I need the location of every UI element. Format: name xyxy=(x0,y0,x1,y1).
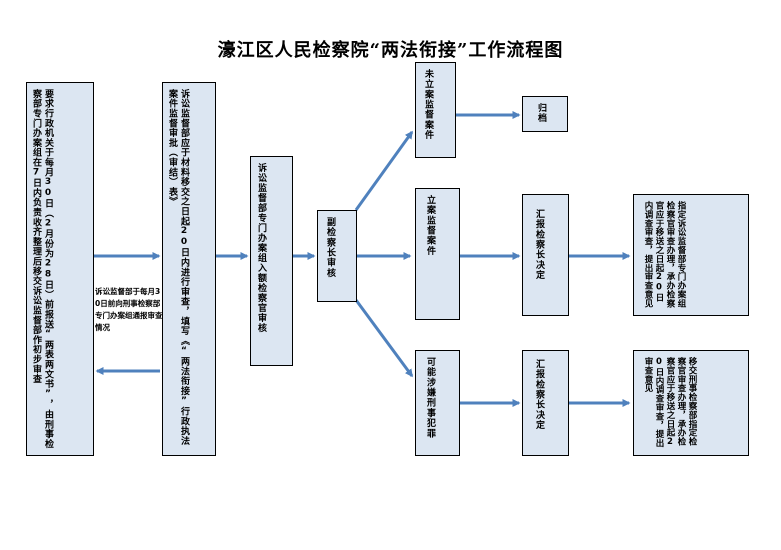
node-assign-supervision-text: 指定诉讼监督部专门办案组检察官审查办理，承办检察官应于移送之日起20日内调查审查… xyxy=(643,201,686,308)
node-initial-collection-text: 要求行政机关于每月30日（2月份为28日）前报送“两表两文书”，由刑事检察部专门… xyxy=(31,89,53,449)
feedback-label: 诉讼监督部于每月30日前向刑事检察部专门办案组通报审查情况 xyxy=(95,287,163,332)
node-possible-criminal: 可能涉嫌刑事犯罪 xyxy=(415,350,460,456)
node-archive-text: 归档 xyxy=(536,103,546,124)
page-title: 濠江区人民检察院“两法衔接”工作流程图 xyxy=(217,40,564,61)
node-case-supervision: 立案监督案件 xyxy=(415,188,460,320)
node-report-chief-1-text: 汇报检察长决定 xyxy=(534,209,544,281)
node-report-chief-1: 汇报检察长决定 xyxy=(522,194,569,316)
arrow-n4-n5 xyxy=(354,130,414,211)
node-prosecutor-check-text: 诉讼监督部专门办案组入额检察官审核 xyxy=(256,163,266,333)
node-transfer-criminal-text: 移交刑事检察部指定检察官审查办理，承办检察官应于移送之日起20日内调查审查，提出… xyxy=(643,357,697,448)
node-possible-criminal-text: 可能涉嫌刑事犯罪 xyxy=(425,357,435,439)
node-case-supervision-text: 立案监督案件 xyxy=(425,195,435,257)
node-initial-collection: 要求行政机关于每月30日（2月份为28日）前报送“两表两文书”，由刑事检察部专门… xyxy=(26,82,94,456)
node-archive: 归档 xyxy=(522,96,568,132)
node-supervision-review: 诉讼监督部应于材料移交之日起20日内进行审查，填写《“两法衔接”行政执法案件监督… xyxy=(162,82,216,456)
node-deputy-review: 副检察长审核 xyxy=(317,210,357,302)
node-assign-supervision: 指定诉讼监督部专门办案组检察官审查办理，承办检察官应于移送之日起20日内调查审查… xyxy=(633,194,749,316)
node-report-chief-2: 汇报检察长决定 xyxy=(522,350,569,456)
node-supervision-review-text: 诉讼监督部应于材料移交之日起20日内进行审查，填写《“两法衔接”行政执法案件监督… xyxy=(167,89,189,446)
node-no-case-supervision: 未立案监督案件 xyxy=(415,62,456,158)
node-transfer-criminal: 移交刑事检察部指定检察官审查办理，承办检察官应于移送之日起20日内调查审查，提出… xyxy=(633,350,749,456)
node-report-chief-2-text: 汇报检察长决定 xyxy=(534,359,544,431)
arrow-n4-n10 xyxy=(354,299,414,378)
node-deputy-review-text: 副检察长审核 xyxy=(325,217,335,279)
node-prosecutor-check: 诉讼监督部专门办案组入额检察官审核 xyxy=(250,156,293,366)
node-no-case-supervision-text: 未立案监督案件 xyxy=(423,69,433,141)
